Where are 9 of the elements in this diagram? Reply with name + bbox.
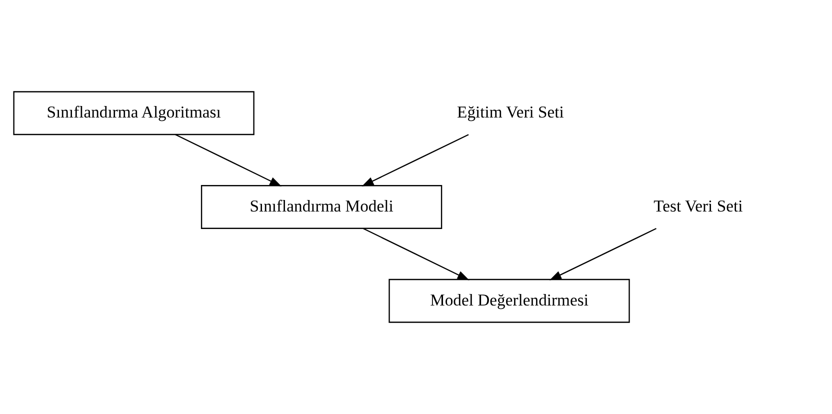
node-text: Test Veri Seti <box>654 196 743 216</box>
arrow <box>362 134 469 186</box>
node-text: Eğitim Veri Seti <box>457 102 564 122</box>
node-box: Sınıflandırma Algoritması <box>13 91 254 136</box>
arrow <box>362 228 470 280</box>
node-box: Model Değerlendirmesi <box>388 278 630 323</box>
arrow <box>175 134 282 186</box>
node-box: Sınıflandırma Modeli <box>200 185 442 229</box>
arrow <box>549 228 656 280</box>
